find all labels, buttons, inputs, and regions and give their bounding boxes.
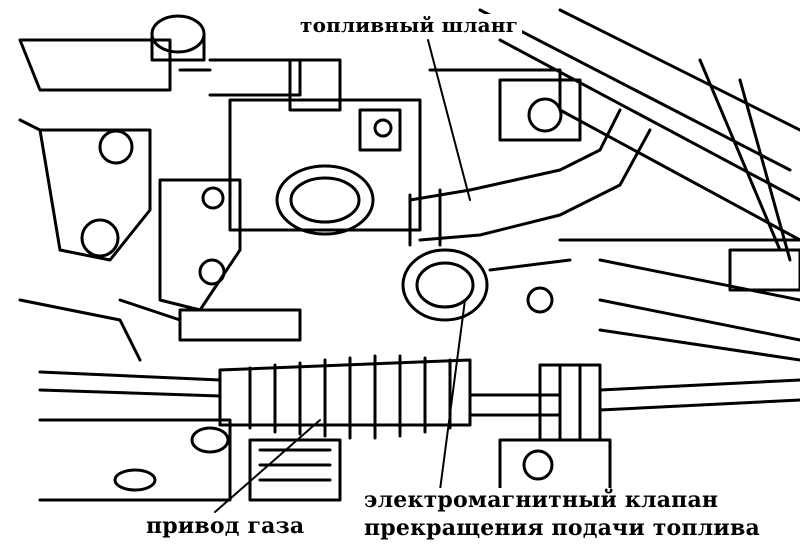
solenoid-valve (401, 248, 572, 322)
solenoid-valve-label-line1: электромагнитный клапан (362, 487, 721, 513)
upper-fuel-pipes (178, 8, 800, 262)
leader-lines (214, 39, 471, 513)
pump-body (228, 58, 422, 236)
fuel-hose-label: топливный шланг (296, 14, 523, 36)
throttle-cable (38, 354, 800, 442)
right-fuel-lines (558, 238, 800, 362)
fuel-cap (150, 14, 206, 62)
fuel-hose (408, 78, 652, 247)
lower-housing (38, 418, 612, 502)
left-bracket (18, 38, 172, 362)
throttle-drive-label: привод газа (144, 513, 307, 539)
throttle-lever (118, 178, 302, 342)
solenoid-valve-label-line2: прекращения подачи топлива (362, 515, 762, 541)
